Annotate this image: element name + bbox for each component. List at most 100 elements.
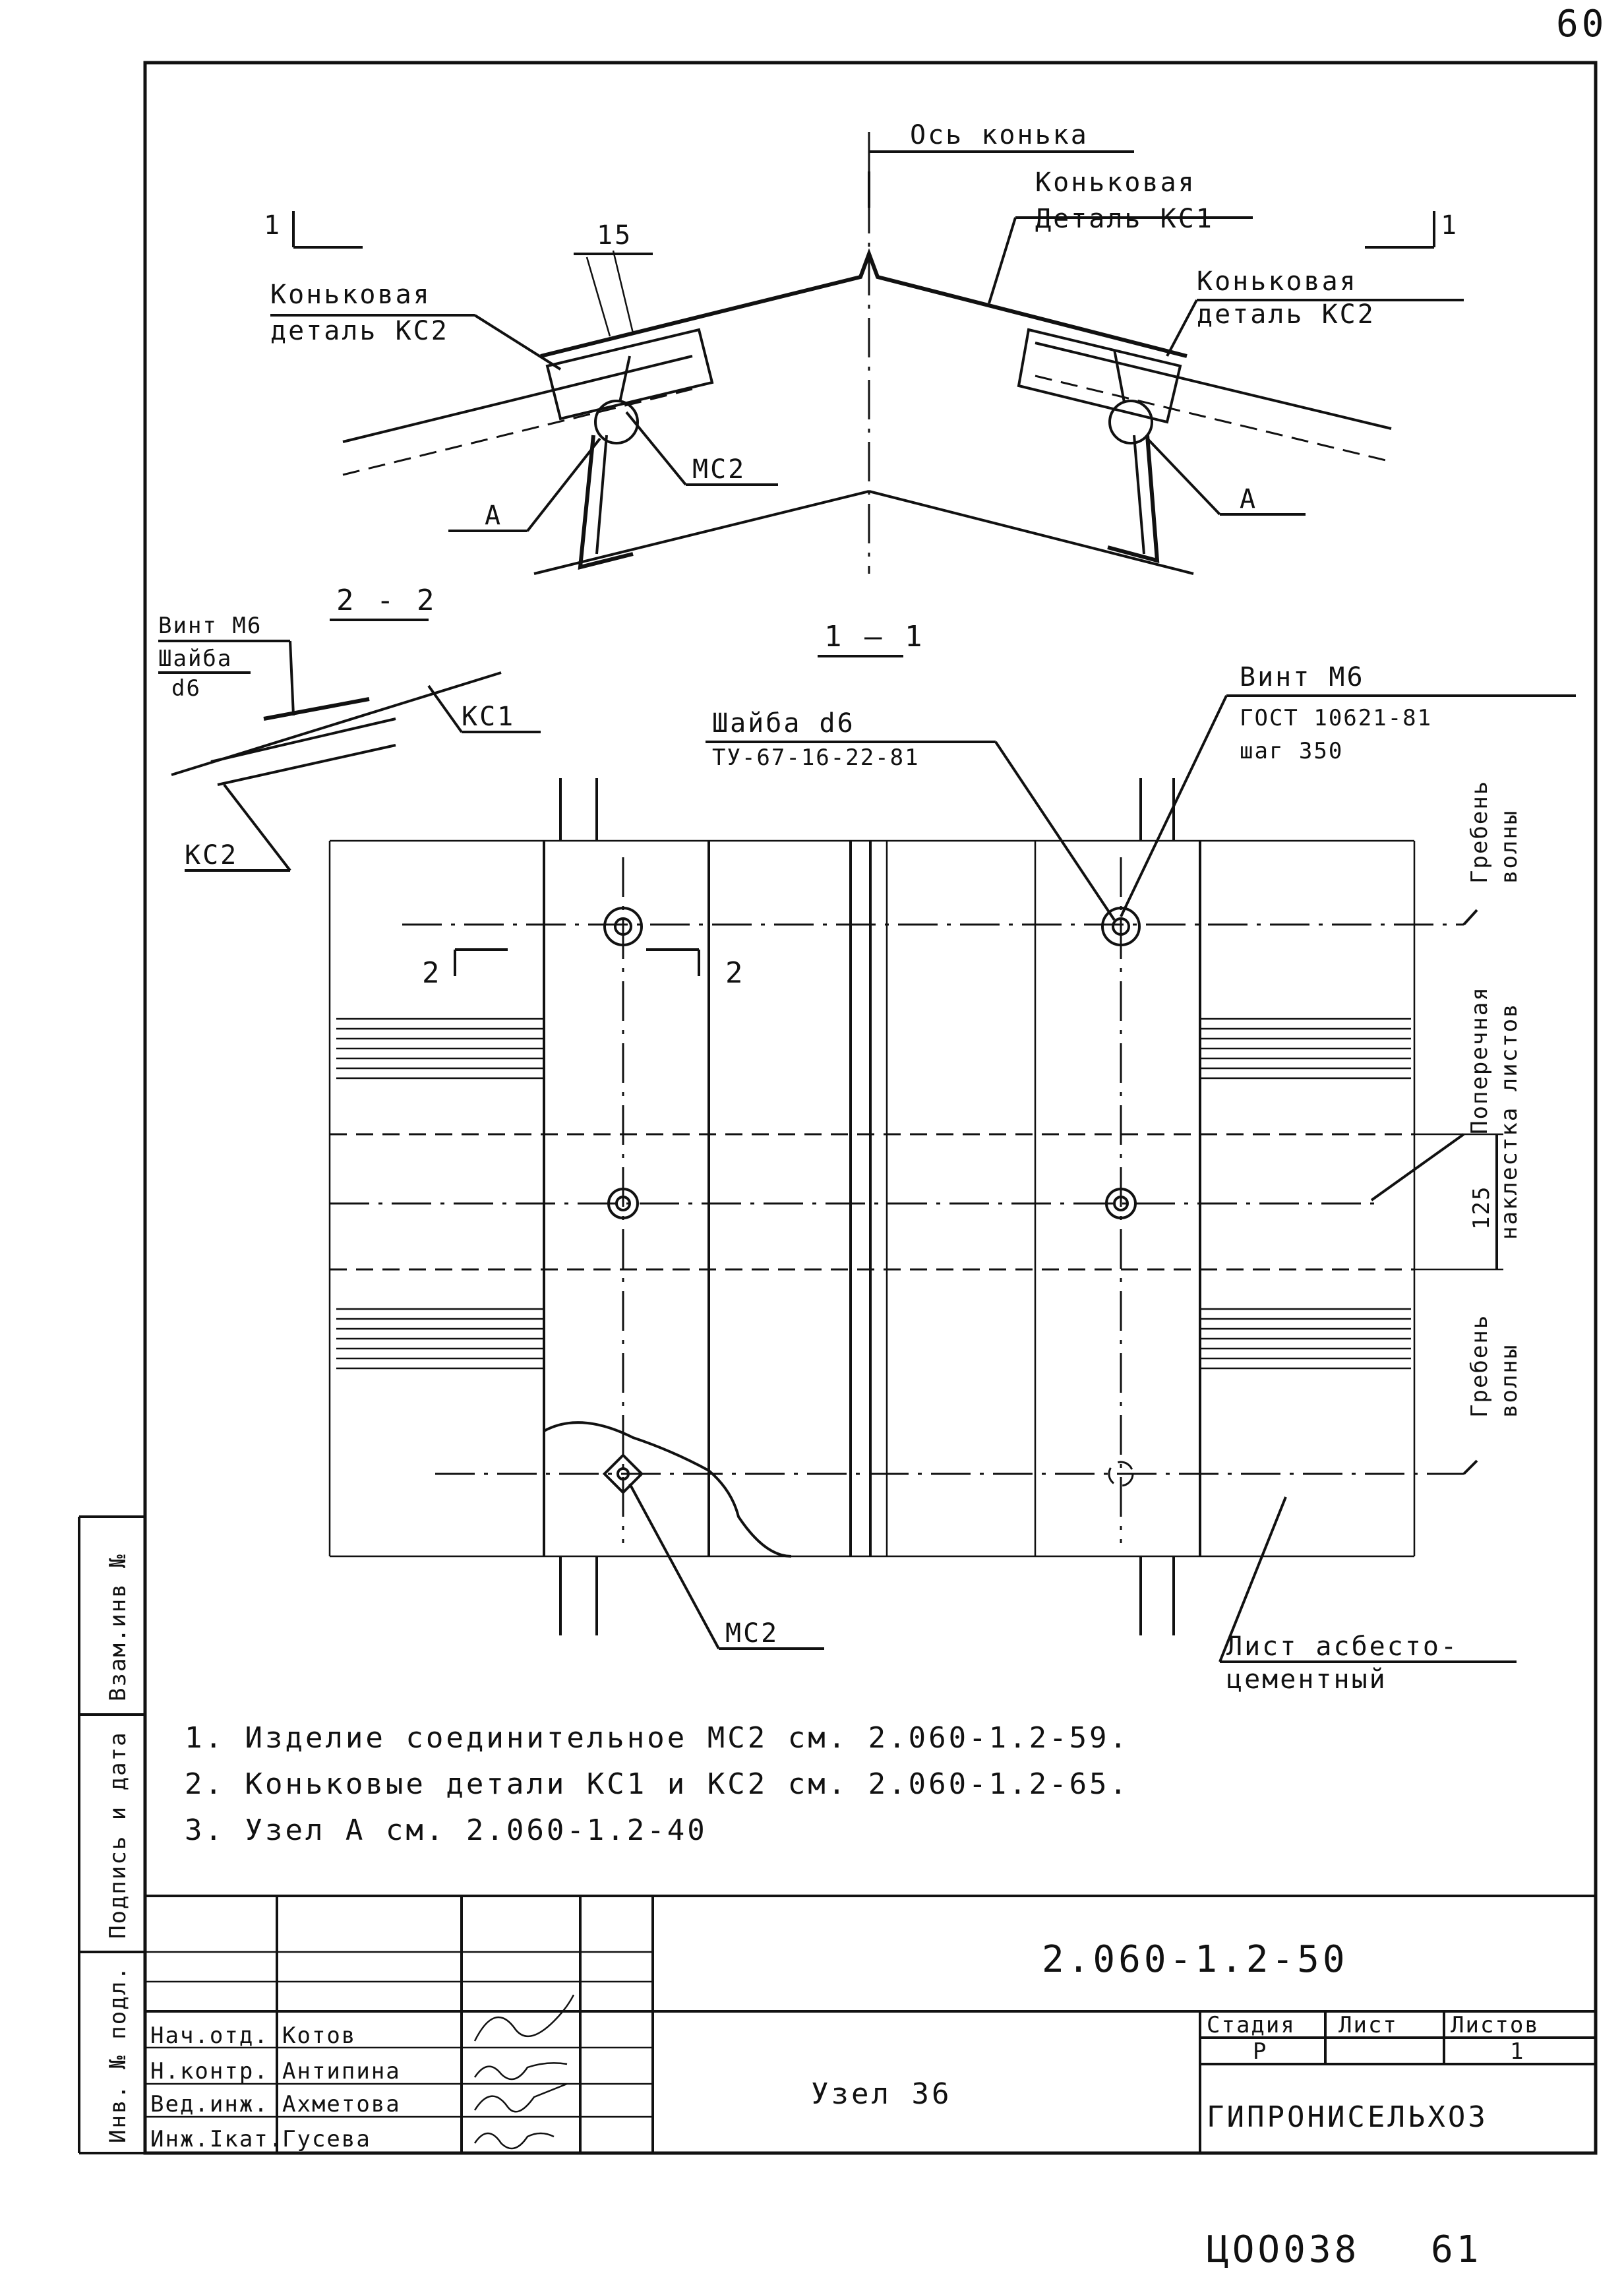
break-line xyxy=(543,1421,792,1558)
screw-left-leader xyxy=(289,640,295,716)
signer-role-1: Нач.отд. xyxy=(150,2023,269,2049)
kc1-leader xyxy=(988,217,1017,304)
screw-step: шаг 350 xyxy=(1240,738,1343,764)
kc2-right-label-1: Коньковая xyxy=(1197,266,1358,297)
right-purlin xyxy=(1107,435,1160,563)
kc1-label-1: Коньковая xyxy=(1035,167,1196,198)
dim-15-ext2 xyxy=(612,250,634,334)
left-purlin-line xyxy=(533,490,870,575)
left-sheet-bottom xyxy=(342,388,693,476)
kc1-label: КС1 xyxy=(462,702,515,732)
kc1-label-2: Деталь КС1 xyxy=(1035,204,1214,234)
organization: ГИПРОНИСЕЛЬХОЗ xyxy=(1207,2100,1488,2134)
kc2-bottom-2-2 xyxy=(217,744,396,786)
section-2-2: 2 - 2 Винт М6 Шайба d6 КС1 КС2 xyxy=(158,584,541,872)
dim-15: 15 xyxy=(597,220,632,251)
dim-15-ext1 xyxy=(586,257,611,337)
right-sheet-top xyxy=(1035,342,1392,430)
stamp-replace-inv: Взам.инв № xyxy=(105,1553,131,1701)
sheets-value: 1 xyxy=(1510,2038,1524,2065)
wave-crest-top-2: волны xyxy=(1496,810,1522,884)
corrugation-right xyxy=(1200,1018,1411,1370)
ridge-detail-kc2-right xyxy=(1017,328,1182,424)
screw-gost: ГОСТ 10621-81 xyxy=(1240,705,1432,731)
left-purlin xyxy=(578,435,634,570)
washer-main-leader xyxy=(994,741,1116,921)
washer-d6-main: Шайба d6 xyxy=(712,708,855,739)
section-mark-1-left: 1 xyxy=(264,210,282,241)
signer-role-3: Вед.инж. xyxy=(150,2091,269,2117)
kc2-left-leader xyxy=(473,314,562,371)
title-block: 2.060-1.2-50 Узел 36 Стадия Лист Листов … xyxy=(145,1895,1596,2153)
screw-washer-2 xyxy=(1101,907,1141,946)
right-purlin-line xyxy=(868,490,1194,575)
signer-name-4: Гусева xyxy=(282,2126,371,2152)
section-1-title: 1 — 1 xyxy=(824,620,924,654)
signature-1 xyxy=(473,1994,575,2042)
signature-2 xyxy=(473,2062,568,2081)
connector-mc2-hidden xyxy=(1108,1461,1134,1487)
wave-crest-bottom-1: Гребень xyxy=(1466,1314,1493,1418)
mc2-top-leader xyxy=(625,411,687,486)
note-2: 2. Коньковые детали КС1 и КС2 см. 2.060-… xyxy=(185,1767,1129,1801)
stage-value: Р xyxy=(1253,2038,1267,2065)
page-number-top: 60 xyxy=(1556,3,1607,46)
section-mark-1-right: 1 xyxy=(1441,210,1459,241)
wave-crest-top-1: Гребень xyxy=(1466,780,1493,884)
note-3: 3. Узел А см. 2.060-1.2-40 xyxy=(185,1813,707,1847)
right-sheet-bottom xyxy=(1035,375,1392,463)
kc1-leader-2-2 xyxy=(427,685,463,733)
signature-3 xyxy=(473,2083,568,2113)
stage-header: Стадия xyxy=(1207,2012,1296,2038)
stamp-inv-no: Инв. № подл. xyxy=(105,1965,131,2143)
kc2-left-label-2: деталь КС2 xyxy=(270,316,449,346)
section-1-1-plan: 1 — 1 Шайба d6 ТУ-67-16-22-81 Винт М6 ГО… xyxy=(328,620,1576,1695)
note-1: 1. Изделие соединительное МС2 см. 2.060-… xyxy=(185,1721,1129,1755)
corrugation-left xyxy=(336,1018,544,1370)
kc2-right-label-2: деталь КС2 xyxy=(1197,299,1375,330)
screw-washer-1 xyxy=(603,907,643,946)
washer-spec: ТУ-67-16-22-81 xyxy=(712,745,920,771)
washer-d6-left: d6 xyxy=(171,675,201,702)
transverse-overlap-1: Поперечная xyxy=(1466,986,1493,1134)
doc-code: 2.060-1.2-50 xyxy=(1042,1938,1348,1981)
section-2-title: 2 - 2 xyxy=(336,584,436,617)
left-screw xyxy=(618,355,631,403)
screw-m6-right: Винт М6 xyxy=(1240,662,1365,692)
mc2-top-label: МС2 xyxy=(692,454,746,485)
section-mark-2-left: 2 xyxy=(422,956,442,990)
washer-left: Шайба xyxy=(158,646,232,672)
washer-2-2 xyxy=(263,697,370,721)
signer-role-2: Н.контр. xyxy=(150,2058,269,2085)
wave-crest-top-tick xyxy=(1462,909,1478,926)
side-stamp: Инв. № подл. Подпись и дата Взам.инв № xyxy=(78,1515,145,2154)
drawing-title: Узел 36 xyxy=(811,2077,951,2111)
stamp-sign-date: Подпись и дата xyxy=(105,1731,131,1939)
sheet-frame xyxy=(143,61,1598,2155)
asbestos-label-2: цементный xyxy=(1226,1664,1387,1695)
connector-mc2-plan xyxy=(602,1453,644,1495)
mc2-bottom-label: МС2 xyxy=(725,1618,779,1649)
asbestos-label-1: Лист асбесто- xyxy=(1226,1631,1459,1662)
notes: 1. Изделие соединительное МС2 см. 2.060-… xyxy=(185,1721,1129,1847)
page-number-bottom: 61 xyxy=(1431,2228,1482,2271)
dim-125: 125 xyxy=(1468,1186,1495,1230)
signer-name-1: Котов xyxy=(282,2023,356,2049)
sheets-header: Листов xyxy=(1451,2012,1540,2038)
signer-role-4: Инж.Iкат. xyxy=(150,2126,284,2152)
node-a-left-label: А xyxy=(485,501,502,531)
node-a-left-leader xyxy=(526,437,601,532)
right-screw xyxy=(1113,349,1126,403)
signature-4 xyxy=(473,2132,555,2150)
wave-crest-bottom-tick xyxy=(1462,1459,1478,1475)
sheet-header: Лист xyxy=(1338,2012,1398,2038)
kc2-right-leader xyxy=(1166,299,1198,357)
transverse-overlap-2: наклестка листов xyxy=(1496,1002,1522,1240)
right-purlin-inner xyxy=(1133,435,1145,555)
ridge-axis-label: Ось конька xyxy=(910,120,1089,150)
mc2-bottom-leader xyxy=(628,1483,720,1649)
screw-washer-3 xyxy=(607,1188,639,1219)
screw-washer-4 xyxy=(1105,1188,1137,1219)
kc2-leader-2-2 xyxy=(223,783,291,872)
